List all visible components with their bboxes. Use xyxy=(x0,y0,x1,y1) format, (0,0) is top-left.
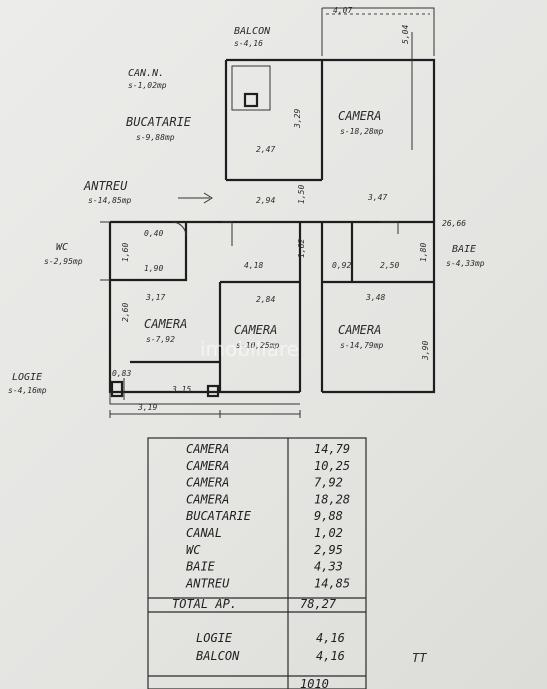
logie-post xyxy=(110,380,124,398)
table-extra-value: 4,16 xyxy=(316,631,345,645)
table-extra-name: LOGIE xyxy=(196,631,233,645)
area-table xyxy=(147,437,367,689)
dim-0-83: 0,83 xyxy=(112,369,131,378)
table-row-name: CAMERA xyxy=(186,459,229,473)
table-row-name: CAMERA xyxy=(186,476,229,490)
table-bottom-value: 1010 xyxy=(300,677,329,689)
label-camera-right: CAMERA xyxy=(338,323,381,337)
dim-3-48: 3,48 xyxy=(365,293,385,302)
table-row-value: 4,33 xyxy=(314,560,343,574)
dim-1-80: 1,80 xyxy=(419,243,428,262)
dim-3-47: 3,47 xyxy=(367,193,387,202)
balcony-outline xyxy=(321,7,435,56)
label-logie: LOGIE xyxy=(12,372,42,383)
kitchen-top-room-block xyxy=(224,58,436,222)
bottom-dim-line xyxy=(109,410,301,418)
door-swing-antreu xyxy=(222,221,233,246)
door-swing-wc xyxy=(171,221,187,237)
table-row-name: ANTREU xyxy=(185,576,230,590)
label-camera-top: CAMERA xyxy=(338,109,381,123)
dim-1-60: 1,60 xyxy=(121,243,130,262)
logie-post-2 xyxy=(206,384,220,398)
table-row-name: BUCATARIE xyxy=(186,509,252,523)
table-row-name: WC xyxy=(186,543,201,557)
dim-3-19: 3,19 xyxy=(137,403,157,412)
label-balcon: BALCON xyxy=(234,26,271,37)
table-row-name: CAMERA xyxy=(186,442,229,456)
table-extra-name: BALCON xyxy=(196,649,240,663)
label-canal: CAN.N. xyxy=(128,68,164,79)
label-balcon-area: s-4,16 xyxy=(234,39,263,48)
table-row-value: 14,79 xyxy=(314,442,350,456)
dim-3-90: 3,90 xyxy=(421,341,430,361)
canal-space xyxy=(231,65,271,111)
dim-26-66: 26,66 xyxy=(442,219,466,228)
label-bucatarie-area: s-9,88mp xyxy=(136,133,175,142)
table-row-name: CANAL xyxy=(186,526,222,540)
label-camera-left-area: s-7,92 xyxy=(146,335,175,344)
door-swing-baie xyxy=(380,221,399,234)
table-row-value: 7,92 xyxy=(314,476,343,490)
table-row-name: BAIE xyxy=(186,560,216,574)
table-total-label: TOTAL AP. xyxy=(172,597,237,611)
dim-2-50: 2,50 xyxy=(380,261,399,270)
label-baie: BAIE xyxy=(452,244,476,255)
table-row-value: 9,88 xyxy=(314,509,343,523)
table-row-value: 10,25 xyxy=(314,459,350,473)
label-camera-mid-area: s-10,25mp xyxy=(236,341,280,350)
table-row-value: 1,02 xyxy=(314,526,343,540)
table-row-value: 2,95 xyxy=(314,543,343,557)
label-camera-mid: CAMERA xyxy=(234,323,277,337)
label-canal-area: s-1,02mp xyxy=(128,81,167,90)
table-row-name: CAMERA xyxy=(186,492,229,506)
dim-1-50: 1,50 xyxy=(297,185,306,204)
watermark-text: imobiliare xyxy=(200,337,299,361)
label-camera-left: CAMERA xyxy=(144,317,187,331)
dim-2-60: 2,60 xyxy=(121,303,130,322)
interior-partitions xyxy=(110,222,434,392)
signature-mark: TT xyxy=(412,651,427,665)
label-wc-area: s-2,95mp xyxy=(44,257,83,266)
table-extra-value: 4,16 xyxy=(316,649,345,663)
dim-top-width: 4,07 xyxy=(333,6,352,15)
dim-1-62: 1,62 xyxy=(297,239,306,258)
dim-0-92: 0,92 xyxy=(332,261,351,270)
table-row-value: 18,28 xyxy=(314,492,350,506)
label-bucatarie: BUCATARIE xyxy=(126,115,192,129)
label-camera-top-area: s-18,28mp xyxy=(340,127,384,136)
label-wc: WC xyxy=(56,242,68,253)
table-row-value: 14,85 xyxy=(314,576,350,590)
table-total-value: 78,27 xyxy=(300,597,337,611)
label-antreu-area: s-14,85mp xyxy=(88,196,132,205)
entry-arrow xyxy=(178,192,213,204)
label-baie-area: s-4,33mp xyxy=(446,259,485,268)
dim-4-18: 4,18 xyxy=(244,261,263,270)
dim-5-04: 5,04 xyxy=(401,25,410,44)
dim-0-40: 0,40 xyxy=(144,229,163,238)
left-dim-ticks xyxy=(100,221,110,281)
chimney-shaft xyxy=(243,92,259,108)
label-camera-right-area: s-14,79mp xyxy=(340,341,384,350)
logie-outline xyxy=(109,378,300,405)
dim-2-47: 2,47 xyxy=(256,145,275,154)
dim-3-15: 3,15 xyxy=(171,385,191,394)
dim-3-17: 3,17 xyxy=(145,293,165,302)
dim-3-29: 3,29 xyxy=(293,109,302,129)
label-antreu: ANTREU xyxy=(83,179,128,193)
main-apartment-walls xyxy=(108,220,436,394)
dim-2-94: 2,94 xyxy=(256,196,275,205)
dim-1-90: 1,90 xyxy=(144,264,163,273)
dim-2-84: 2,84 xyxy=(256,295,275,304)
label-logie-area: s-4,16mp xyxy=(8,386,47,395)
